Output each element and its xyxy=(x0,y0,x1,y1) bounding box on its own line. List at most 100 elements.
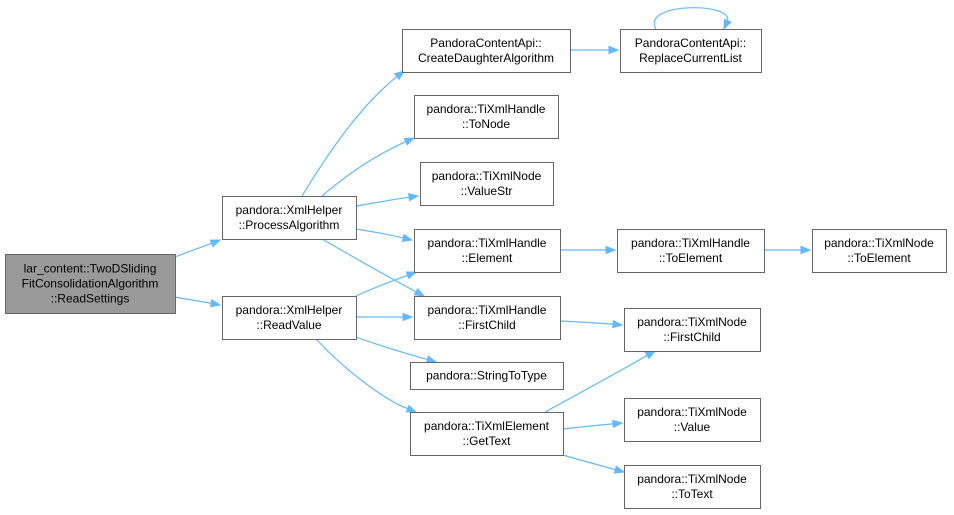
node-label-line: pandora::TiXmlNode xyxy=(637,405,747,419)
node-handle-to-element[interactable]: pandora::TiXmlHandle::ToElement xyxy=(617,229,765,273)
edge-line xyxy=(321,238,418,293)
node-box xyxy=(410,362,564,390)
edge-line xyxy=(355,274,409,297)
node-label-line: pandora::TiXmlHandle xyxy=(631,236,750,250)
node-label-line: ::GetText xyxy=(462,434,511,448)
node-label-line: ::ToText xyxy=(671,487,713,501)
arrowhead-icon xyxy=(605,245,617,255)
node-box xyxy=(624,308,761,352)
node-label-line: pandora::TiXmlNode xyxy=(637,315,747,329)
node-node-first-child[interactable]: pandora::TiXmlNode::FirstChild xyxy=(624,308,761,352)
arrowhead-icon xyxy=(800,245,812,255)
node-label-line: ::ToElement xyxy=(847,251,911,265)
edge-read-value-to-string-to-type xyxy=(355,336,438,364)
node-node-value-str[interactable]: pandora::TiXmlNode::ValueStr xyxy=(420,162,554,206)
node-label-line: pandora::TiXmlElement xyxy=(424,419,550,433)
node-label-line: ::ReadSettings xyxy=(51,292,130,306)
node-replace-current-list[interactable]: PandoraContentApi::ReplaceCurrentList xyxy=(620,29,762,73)
arrowhead-icon xyxy=(405,404,418,413)
nodes-layer: lar_content::TwoDSlidingFitConsolidation… xyxy=(5,29,947,509)
arrowhead-icon xyxy=(608,45,620,55)
node-label-line: pandora::TiXmlNode xyxy=(432,169,542,183)
node-node-to-element[interactable]: pandora::TiXmlNode::ToElement xyxy=(812,229,947,273)
edge-line xyxy=(321,140,407,197)
edge-line xyxy=(355,196,411,207)
node-label-line: PandoraContentApi:: xyxy=(430,36,541,50)
node-read-value[interactable]: pandora::XmlHelper::ReadValue xyxy=(222,296,357,340)
node-box xyxy=(620,29,762,73)
node-read-settings[interactable]: lar_content::TwoDSlidingFitConsolidation… xyxy=(5,254,176,314)
node-label-line: ::ReadValue xyxy=(256,318,321,332)
edges-layer xyxy=(174,7,812,474)
node-label-line: ::Value xyxy=(674,420,711,434)
node-box xyxy=(624,465,761,509)
arrowhead-icon xyxy=(644,350,657,360)
node-node-value[interactable]: pandora::TiXmlNode::Value xyxy=(624,398,761,442)
node-box xyxy=(222,196,357,240)
edge-read-value-to-handle-first-child xyxy=(356,312,414,322)
node-box xyxy=(5,254,176,314)
arrowhead-icon xyxy=(403,137,416,146)
node-process-algorithm[interactable]: pandora::XmlHelper::ProcessAlgorithm xyxy=(222,196,357,240)
edge-line xyxy=(174,296,213,305)
arrowhead-icon xyxy=(405,271,418,280)
edge-read-value-to-handle-element xyxy=(355,271,418,297)
arrowhead-icon xyxy=(393,70,406,81)
node-node-to-text[interactable]: pandora::TiXmlNode::ToText xyxy=(624,465,761,509)
node-box xyxy=(624,398,761,442)
edge-handle-to-element-to-node-to-element xyxy=(763,245,812,255)
edge-read-settings-to-read-value xyxy=(174,296,222,308)
arrowhead-icon xyxy=(613,465,626,474)
edge-process-algorithm-to-handle-element xyxy=(355,228,414,242)
edge-handle-first-child-to-node-first-child xyxy=(559,319,624,329)
edge-handle-element-to-handle-to-element xyxy=(559,245,617,255)
edge-process-algorithm-to-handle-first-child xyxy=(321,238,426,297)
node-label-line: PandoraContentApi:: xyxy=(635,36,746,50)
node-box xyxy=(420,162,554,206)
node-box xyxy=(410,412,564,456)
node-label-line: ::ProcessAlgorithm xyxy=(239,218,340,232)
edge-process-algorithm-to-node-value-str xyxy=(355,193,420,207)
node-label-line: ::ToNode xyxy=(462,117,510,131)
node-label-line: ::Element xyxy=(462,251,513,265)
node-label-line: pandora::TiXmlNode xyxy=(824,236,934,250)
arrowhead-icon xyxy=(402,312,414,322)
node-label-line: pandora::XmlHelper xyxy=(236,203,343,217)
edge-read-value-to-element-get-text xyxy=(315,338,418,413)
edge-element-get-text-to-node-to-text xyxy=(562,454,626,474)
edge-process-algorithm-to-handle-to-node xyxy=(321,137,416,197)
node-label-line: CreateDaughterAlgorithm xyxy=(418,51,554,65)
edge-line xyxy=(562,454,617,471)
node-label-line: pandora::TiXmlNode xyxy=(637,472,747,486)
edge-line xyxy=(544,354,649,413)
node-handle-first-child[interactable]: pandora::TiXmlHandle::FirstChild xyxy=(414,296,561,340)
arrowhead-icon xyxy=(209,239,222,248)
node-label-line: ::ValueStr xyxy=(461,184,513,198)
node-string-to-type[interactable]: pandora::StringToType xyxy=(410,362,564,390)
node-label-line: lar_content::TwoDSliding xyxy=(24,262,157,276)
node-label-line: pandora::TiXmlHandle xyxy=(428,303,547,317)
arrowhead-icon xyxy=(612,419,624,429)
node-label-line: ::ToElement xyxy=(659,251,723,265)
node-handle-element[interactable]: pandora::TiXmlHandle::Element xyxy=(414,229,561,273)
node-label-line: FitConsolidationAlgorithm xyxy=(22,277,159,291)
node-label-line: pandora::TiXmlHandle xyxy=(427,102,546,116)
node-box xyxy=(414,229,561,273)
node-box xyxy=(222,296,357,340)
node-box xyxy=(812,229,947,273)
node-handle-to-node[interactable]: pandora::TiXmlHandle::ToNode xyxy=(414,95,559,139)
arrowhead-icon xyxy=(723,18,732,31)
node-create-daughter[interactable]: PandoraContentApi::CreateDaughterAlgorit… xyxy=(402,29,571,73)
arrowhead-icon xyxy=(612,319,624,329)
edge-line xyxy=(559,320,615,325)
node-label-line: pandora::TiXmlHandle xyxy=(428,236,547,250)
edge-line xyxy=(355,228,405,239)
arrowhead-icon xyxy=(408,193,420,202)
node-box xyxy=(414,95,559,139)
edge-replace-current-list-to-replace-current-list xyxy=(653,7,732,31)
edge-element-get-text-to-node-value xyxy=(562,419,624,430)
node-element-get-text[interactable]: pandora::TiXmlElement::GetText xyxy=(410,412,564,456)
arrowhead-icon xyxy=(209,298,222,308)
edge-line xyxy=(355,336,429,361)
